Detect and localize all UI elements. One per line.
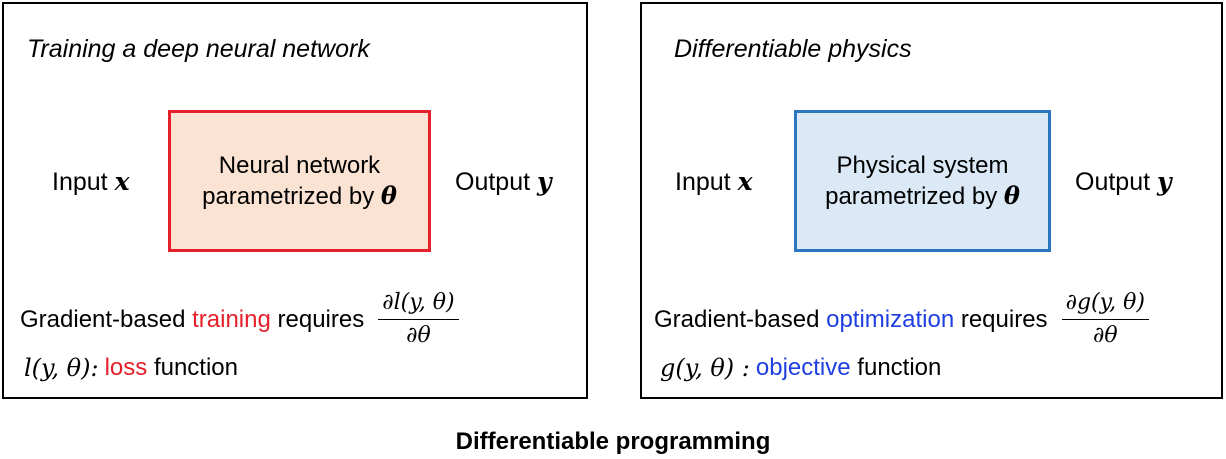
output-label: Output y [455,167,552,197]
output-symbol: y [1157,167,1172,196]
function-symbol: l(y, θ): [24,354,99,382]
function-definition: l(y, θ): loss function [24,354,238,382]
gradient-fraction: ∂l(y, θ) ∂θ [378,290,459,349]
output-symbol: y [537,167,552,196]
theta-symbol: θ [380,180,397,210]
panel-title: Training a deep neural network [27,35,370,63]
def-highlight: objective [755,354,851,381]
input-label: Input x [52,167,129,197]
output-text: Output [1075,168,1151,196]
input-symbol: x [114,167,130,196]
input-text: Input [52,168,108,196]
input-label: Input x [675,167,752,197]
req-suffix: requires [277,305,365,333]
input-text: Input [675,168,731,196]
panel-neural-network: Training a deep neural network Input x N… [2,2,588,399]
fraction-denominator: ∂θ [1092,323,1118,348]
function-symbol: g(y, θ) : [660,354,750,382]
footer-title: Differentiable programming [455,428,771,455]
req-prefix: Gradient-based [20,305,186,333]
def-suffix: function [857,354,942,381]
theta-symbol: θ [1003,180,1020,210]
output-text: Output [455,168,531,196]
req-prefix: Gradient-based [654,305,820,333]
req-highlight: training [192,305,271,333]
req-suffix: requires [960,305,1048,333]
box-line-1: Neural network [218,151,381,179]
gradient-fraction: ∂g(y, θ) ∂θ [1061,290,1149,349]
panel-title: Differentiable physics [674,35,912,63]
box-line-2: parametrized by [202,182,375,210]
req-highlight: optimization [826,305,955,333]
fraction-numerator: ∂g(y, θ) [1061,290,1149,320]
neural-network-box: Neural network parametrized by θ [168,110,431,252]
def-highlight: loss [104,354,148,381]
def-suffix: function [153,354,238,381]
gradient-requirement: Gradient-based optimization requires ∂g(… [654,290,1149,349]
fraction-numerator: ∂l(y, θ) [378,290,459,320]
function-definition: g(y, θ) : objective function [660,354,941,382]
fraction-denominator: ∂θ [406,323,431,348]
box-line-2: parametrized by [825,182,998,210]
physical-system-box: Physical system parametrized by θ [794,110,1051,252]
gradient-requirement: Gradient-based training requires ∂l(y, θ… [20,290,459,349]
output-label: Output y [1075,167,1172,197]
panel-differentiable-physics: Differentiable physics Input x Physical … [640,2,1223,399]
input-symbol: x [737,167,753,196]
box-line-1: Physical system [836,151,1009,179]
